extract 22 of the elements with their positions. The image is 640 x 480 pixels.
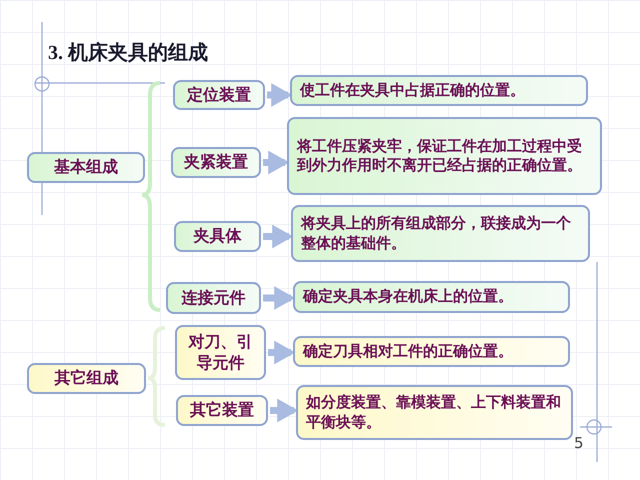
block-arrow bbox=[263, 150, 290, 174]
slide-title: 3. 机床夹具的组成 bbox=[48, 40, 208, 66]
rounded-text-box: 将夹具上的所有组成部分，联接成为一个整体的基础件。 bbox=[291, 205, 590, 262]
rounded-text-box: 连接元件 bbox=[166, 282, 261, 314]
rounded-text-box: 将工件压紧夹牢，保证工件在加工过程中受到外力作用时不离开已经占据的正确位置。 bbox=[287, 117, 602, 195]
rounded-text-box: 定位装置 bbox=[173, 80, 265, 110]
rounded-text-box: 确定夹具本身在机床上的位置。 bbox=[293, 281, 570, 313]
rounded-text-box: 使工件在夹具中占据正确的位置。 bbox=[290, 75, 588, 106]
rounded-text-box: 如分度装置、靠模装置、上下料装置和平衡块等。 bbox=[296, 385, 573, 440]
block-arrow bbox=[263, 286, 296, 310]
rounded-text-box: 对刀、引导元件 bbox=[175, 325, 266, 380]
rounded-text-box: 夹紧装置 bbox=[171, 147, 261, 178]
block-arrow bbox=[270, 398, 298, 422]
block-arrow bbox=[268, 340, 296, 364]
rounded-text-box: 基本组成 bbox=[27, 152, 145, 183]
rounded-text-box: 其它装置 bbox=[176, 395, 268, 426]
block-arrow bbox=[267, 83, 292, 107]
page-number: 5 bbox=[574, 433, 584, 454]
block-arrow bbox=[263, 224, 294, 248]
rounded-text-box: 夹具体 bbox=[174, 221, 261, 252]
rounded-text-box: 确定刀具相对工件的正确位置。 bbox=[293, 336, 570, 367]
rounded-text-box: 其它组成 bbox=[27, 363, 146, 394]
